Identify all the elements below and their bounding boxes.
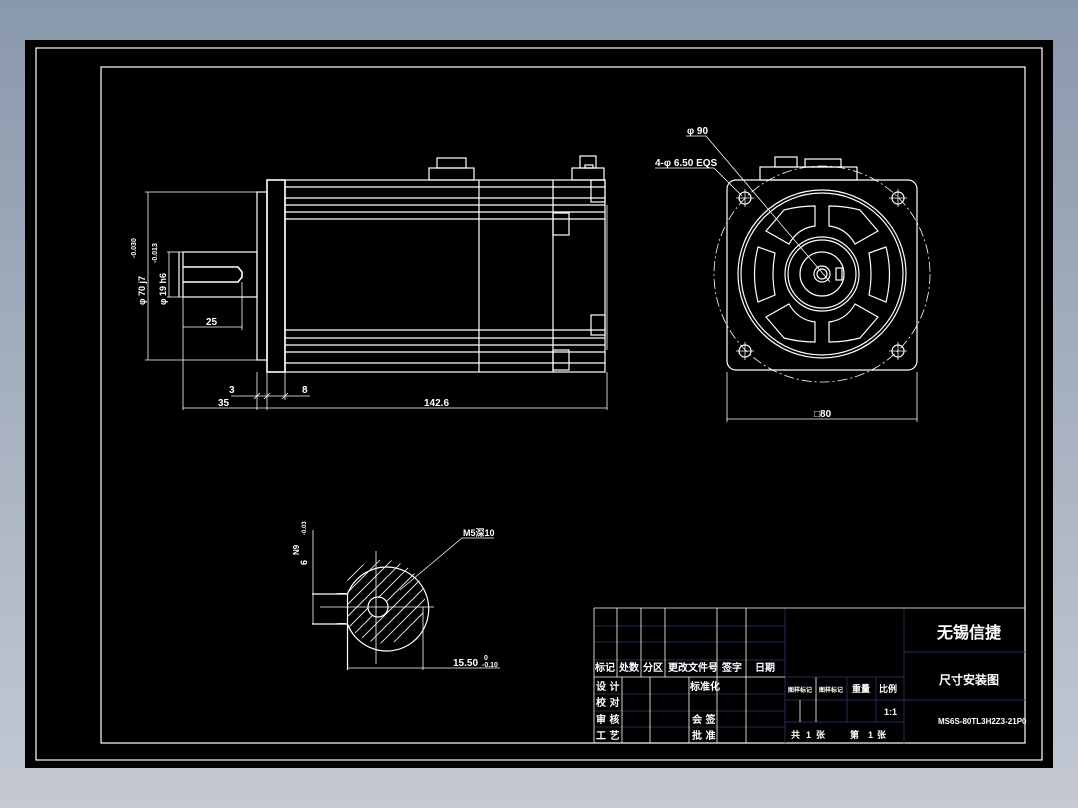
- dim-key-depth: 15.50: [453, 658, 478, 669]
- dim-key-depth-tol-upper: 0: [484, 655, 488, 662]
- dim-pcd: φ 90: [687, 126, 708, 137]
- sheet-total: 1: [806, 730, 811, 740]
- row-process: 工 艺: [596, 729, 619, 742]
- dim-body-length: 142.6: [424, 398, 449, 409]
- label-countersign: 会 签: [692, 713, 716, 726]
- dim-holes: 4-φ 6.50 EQS: [655, 158, 718, 169]
- stage-mark-2: 图样标记: [819, 686, 843, 694]
- dim-key-width-suffix: N9: [292, 544, 301, 555]
- thread-label: M5深10: [463, 527, 495, 538]
- sheet-total-unit: 张: [816, 729, 826, 741]
- part-number: MS6S-80TL3H2Z3-21P0: [938, 717, 1027, 726]
- rev-header-doc: 更改文件号: [668, 661, 718, 674]
- row-check: 校 对: [596, 696, 619, 709]
- dim-shaft-tol: -0.013: [152, 243, 159, 263]
- approval-rows: 设 计 校 对 审 核 工 艺 标准化 会 签 批 准: [596, 680, 720, 742]
- label-standardization: 标准化: [689, 680, 720, 693]
- row-review: 审 核: [596, 713, 619, 726]
- section-view: [312, 530, 500, 670]
- title-block: [593, 607, 1025, 743]
- dim-key-depth-tol-lower: -0.10: [482, 662, 498, 669]
- inner-frame: [100, 66, 1026, 744]
- dim-key-tol: -0.03: [302, 521, 308, 535]
- label-approve: 批 准: [692, 729, 715, 742]
- dim-shaft-dia: φ 19 h6: [158, 273, 168, 305]
- dim-square: □80: [814, 409, 832, 420]
- weight-header: 重量: [852, 683, 870, 695]
- dim-flange-tol: -0.030: [131, 238, 138, 258]
- dim-key-width: 6: [299, 560, 309, 565]
- row-design: 设 计: [596, 680, 619, 693]
- side-view: [145, 155, 608, 410]
- dim-flange-thk: 8: [302, 385, 308, 396]
- dim-shoulder: 3: [229, 385, 235, 396]
- dim-flange-dia: φ 70 j7: [137, 276, 147, 305]
- outer-frame: [35, 47, 1043, 761]
- stage-mark-1: 图样标记: [788, 686, 812, 694]
- scale-header: 比例: [879, 683, 897, 695]
- front-view: [655, 135, 931, 422]
- sheet-total-label: 共: [791, 729, 800, 741]
- sheet-count: 共 1 张 第 1 张: [791, 729, 887, 741]
- rev-header-zone: 分区: [643, 661, 663, 674]
- rev-header-sign: 签字: [721, 661, 742, 674]
- sheet-index-label: 第: [850, 729, 859, 741]
- drawing-title: 尺寸安装图: [939, 672, 999, 687]
- company-name: 无锡信捷: [936, 623, 1002, 642]
- dim-key-length: 25: [206, 317, 218, 328]
- sheet-index: 1: [868, 730, 873, 740]
- drawing-sheet: [25, 40, 1053, 768]
- sheet-index-unit: 张: [877, 729, 887, 741]
- stage-headers: 图样标记 图样标记 重量 比例 1:1: [788, 683, 897, 717]
- rev-header-mark: 标记: [594, 661, 615, 674]
- scale-value: 1:1: [884, 707, 897, 717]
- rev-header-count: 处数: [618, 661, 640, 674]
- rev-header-date: 日期: [755, 661, 775, 674]
- dim-shaft-length: 35: [218, 398, 230, 409]
- revision-headers: 标记 处数 分区 更改文件号 签字 日期: [594, 661, 775, 674]
